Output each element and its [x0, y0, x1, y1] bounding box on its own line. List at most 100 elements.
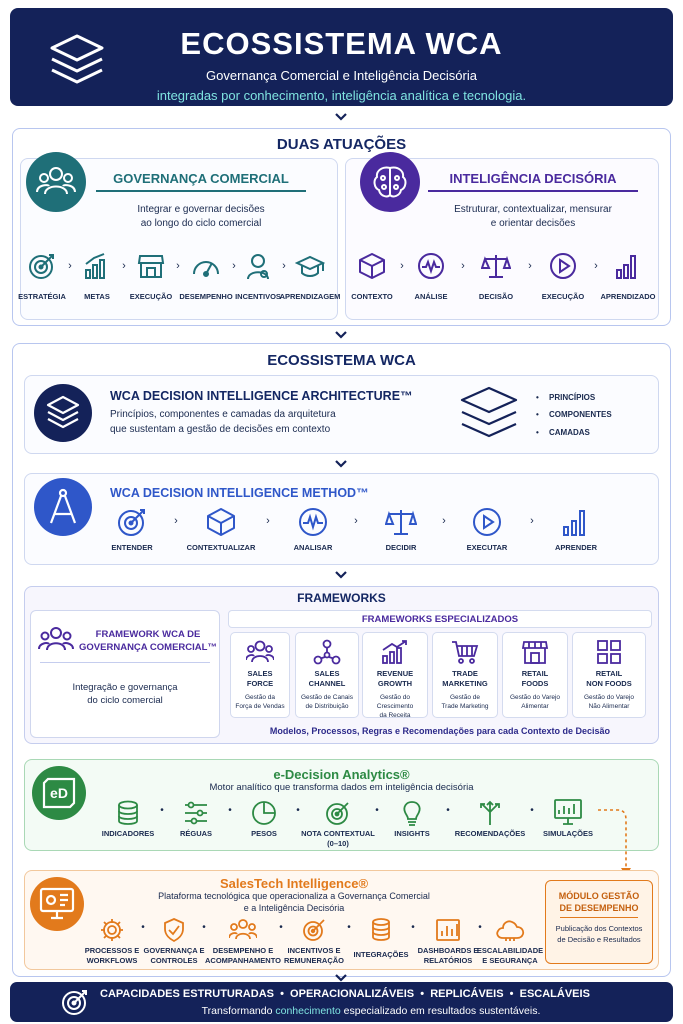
- cloud-icon: [496, 920, 525, 941]
- governanca-step-label: ESTRATÉGIA: [18, 292, 66, 301]
- separator-dot: •: [478, 922, 482, 933]
- framework-main-title1: FRAMEWORK WCA DE: [95, 629, 201, 640]
- governanca-card: [20, 158, 338, 320]
- modulo-title1: MÓDULO GESTÃO: [558, 891, 640, 901]
- arrow-right-icon: ›: [266, 515, 270, 527]
- method-step-label: DECIDIR: [385, 543, 417, 552]
- arrow-right-icon: ›: [461, 260, 465, 272]
- inteligencia-step-label: DECISÃO: [478, 292, 514, 301]
- analytics-item-label: RECOMENDAÇÕES: [454, 829, 526, 838]
- arrow-right-icon: ›: [232, 260, 236, 272]
- architecture-card: [24, 375, 659, 454]
- analytics-desc: Motor analítico que transforma dados em …: [209, 782, 474, 793]
- framework-card-desc: Gestão do Varejo: [509, 694, 561, 701]
- arrow-right-icon: ›: [174, 515, 178, 527]
- framework-card-title: MARKETING: [442, 679, 488, 688]
- lightbulb-icon: [403, 801, 421, 826]
- framework-card-title: RETAIL: [521, 669, 549, 678]
- framework-card-desc: Trade Marketing: [441, 703, 489, 710]
- separator-dot: •: [141, 922, 145, 933]
- separator-dot: •: [202, 922, 206, 933]
- framework-card-desc: Gestão do Varejo: [583, 694, 635, 701]
- salestech-item-label: INCENTIVOS E: [287, 946, 341, 955]
- separator-dot: •: [347, 922, 351, 933]
- salestech-badge: [30, 877, 84, 931]
- architecture-bullet-dot: •: [536, 393, 539, 402]
- team-icon: [229, 919, 257, 940]
- arrow-right-icon: ›: [354, 515, 358, 527]
- framework-card-desc: da Receita: [379, 712, 411, 719]
- method-step-label: CONTEXTUALIZAR: [186, 543, 256, 552]
- arrow-right-icon: ›: [442, 515, 446, 527]
- footer-tagline-a: Transformando: [201, 1005, 276, 1017]
- salestech-item-label: RELATÓRIOS: [423, 956, 473, 965]
- grid-icon: [597, 640, 621, 664]
- chevron-down-icon: [335, 460, 347, 468]
- analytics-item-label: INDICADORES: [101, 829, 155, 838]
- arrow-right-icon: ›: [400, 260, 404, 272]
- compass-icon: [49, 488, 77, 524]
- inteligencia-step-label: APRENDIZADO: [600, 292, 656, 301]
- play-icon: [473, 508, 501, 536]
- framework-card-title: SALES: [247, 669, 273, 678]
- salestech-desc2: e a Inteligência Decisória: [243, 903, 345, 913]
- database-icon: [118, 800, 138, 825]
- salestech-item-label: DESEMPENHO E: [212, 946, 274, 955]
- monitor-chart-icon: [554, 799, 582, 825]
- ecossistema-title: ECOSSISTEMA WCA: [267, 352, 416, 369]
- layers-logo-icon: [50, 34, 104, 84]
- frameworks-footer: Modelos, Processos, Regras e Recomendaçõ…: [269, 726, 611, 736]
- governanca-desc1: Integrar e governar decisões: [137, 204, 265, 215]
- architecture-desc1: Princípios, componentes e camadas da arq…: [110, 409, 336, 420]
- governanca-step-label: APRENDIZAGEM: [279, 292, 341, 301]
- framework-card-title: NON FOODS: [586, 679, 632, 688]
- analytics-item-label: PESOS: [251, 829, 277, 838]
- arrow-right-icon: ›: [530, 515, 534, 527]
- salestech-item-label: WORKFLOWS: [86, 956, 138, 965]
- branching-arrows-icon: [480, 800, 500, 825]
- scales-icon: [385, 510, 417, 535]
- svg-text:eD: eD: [50, 785, 68, 801]
- separator-dot: •: [411, 922, 415, 933]
- governanca-desc2: ao longo do ciclo comercial: [140, 218, 262, 229]
- framework-card-title: FORCE: [246, 679, 274, 688]
- framework-card-title: GROWTH: [377, 679, 413, 688]
- separator-dot: •: [160, 805, 164, 816]
- separator-dot: •: [296, 805, 300, 816]
- arrow-right-icon: ›: [282, 260, 286, 272]
- page-tagline: integradas por conhecimento, inteligênci…: [156, 88, 527, 103]
- sliders-icon: [185, 801, 207, 825]
- salestech-item-label: PROCESSOS E: [84, 946, 140, 955]
- framework-card-desc: Não Alimentar: [588, 703, 630, 710]
- modulo-divider: [560, 917, 638, 918]
- separator-dot: •: [530, 805, 534, 816]
- salestech-item-label: ACOMPANHAMENTO: [205, 956, 281, 965]
- method-step-label: EXECUTAR: [466, 543, 508, 552]
- chevron-down-icon: [335, 331, 347, 339]
- governanca-step-label: METAS: [84, 292, 110, 301]
- bar-chart-icon: [563, 510, 585, 536]
- dashboard-icon: [436, 919, 460, 941]
- framework-card-desc: Gestão de: [450, 694, 480, 701]
- governanca-step-label: DESEMPENHO: [179, 292, 233, 301]
- arrow-right-icon: ›: [68, 260, 72, 272]
- award-person-icon: [247, 254, 269, 280]
- chevron-down-icon: [335, 571, 347, 579]
- people-icon: [246, 640, 274, 663]
- pulse-icon: [299, 508, 327, 536]
- inteligencia-desc1: Estruturar, contextualizar, mensurar: [454, 204, 612, 215]
- architecture-bullet-dot: •: [536, 410, 539, 419]
- framework-card-title: CHANNEL: [308, 679, 346, 688]
- architecture-title: WCA DECISION INTELLIGENCE ARCHITECTURE™: [110, 389, 413, 403]
- layers-stack-icon: [460, 386, 518, 438]
- framework-card-title: SALES: [314, 669, 340, 678]
- governanca-step-label: EXECUÇÃO: [129, 292, 173, 301]
- header-banner: ECOSSISTEMA WCA Governança Comercial e I…: [10, 8, 673, 106]
- play-icon: [550, 253, 576, 279]
- framework-card-title: REVENUE: [376, 669, 414, 678]
- method-step-label: APRENDER: [554, 543, 598, 552]
- specialized-title: FRAMEWORKS ESPECIALIZADOS: [361, 614, 519, 625]
